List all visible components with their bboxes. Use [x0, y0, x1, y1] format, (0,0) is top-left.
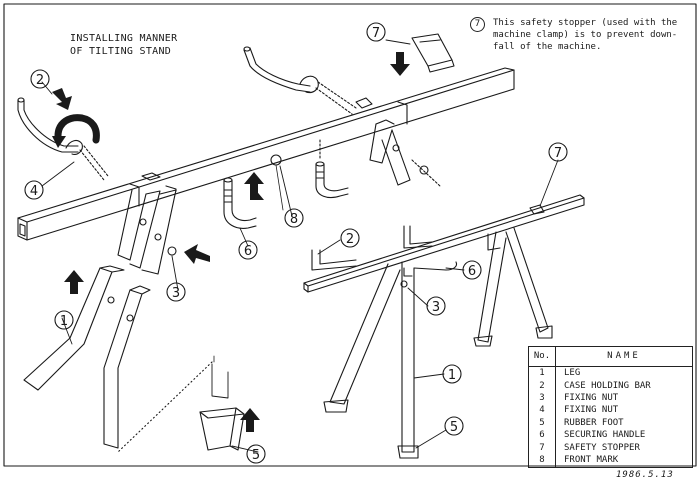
part-number: 1	[528, 366, 556, 380]
lower-leg-right	[103, 285, 151, 449]
callout-2-right: 2	[340, 228, 360, 248]
callout-5-right: 5	[444, 416, 464, 436]
svg-text:6: 6	[244, 244, 252, 259]
fixing-nut-left	[167, 246, 177, 256]
part-name: SAFETY STOPPER	[564, 442, 640, 453]
svg-text:5: 5	[450, 420, 458, 435]
part-name: LEG	[564, 368, 581, 379]
case-holding-bar-right	[243, 46, 373, 115]
leg-socket-right	[369, 119, 411, 186]
assembly-arrows	[52, 52, 410, 432]
callout-6-left: 6	[238, 240, 258, 260]
callout-3-left: 3	[166, 282, 186, 302]
part-number: 4	[528, 404, 556, 418]
title-line-1: INSTALLING MANNER	[70, 33, 178, 44]
title-line-2: OF TILTING STAND	[70, 46, 172, 57]
header-name: NAME	[555, 346, 693, 368]
svg-text:2: 2	[36, 73, 44, 88]
callout-7-right: 7	[548, 142, 568, 162]
callout-5-left: 5	[246, 444, 266, 464]
svg-text:3: 3	[172, 286, 180, 301]
main-beam	[17, 67, 515, 241]
rotate-arrow	[54, 114, 100, 144]
part-name: RUBBER FOOT	[564, 417, 624, 428]
table-row: 5 RUBBER FOOT	[528, 417, 693, 430]
drawing-border	[3, 3, 697, 467]
part-number: 5	[528, 417, 556, 430]
callout-3-right: 3	[426, 296, 446, 316]
header-no: No.	[528, 346, 556, 368]
note-callout-number: 7	[470, 17, 485, 32]
svg-text:7: 7	[554, 146, 562, 161]
svg-text:1: 1	[60, 314, 68, 329]
part-number: 8	[528, 454, 556, 468]
part-number: 3	[528, 392, 556, 405]
callout-circles: 2 7 4 6 8 3 1 5 2 7 6 3 1 5	[24, 22, 568, 464]
table-row: 8 FRONT MARK	[528, 454, 693, 468]
table-row: 4 FIXING NUT	[528, 404, 693, 418]
svg-text:6: 6	[468, 264, 476, 279]
callout-1-left: 1	[54, 310, 74, 330]
callout-6-right: 6	[462, 260, 482, 280]
svg-text:1: 1	[448, 368, 456, 383]
table-row: 6 SECURING HANDLE	[528, 429, 693, 443]
callout-1-right: 1	[442, 364, 462, 384]
part-number: 2	[528, 379, 556, 393]
part-number: 7	[528, 442, 556, 455]
table-row: 2 CASE HOLDING BAR	[528, 379, 693, 393]
safety-stopper-note: This safety stopper (used with the machi…	[493, 18, 678, 52]
part-name: FIXING NUT	[564, 393, 619, 403]
securing-handle-right	[315, 139, 349, 199]
rubber-foot-part	[199, 355, 245, 451]
fixing-nut-right	[419, 165, 429, 175]
svg-text:5: 5	[252, 448, 260, 463]
svg-text:7: 7	[372, 26, 380, 41]
leg-socket-left	[117, 172, 177, 275]
securing-handle-left	[223, 177, 257, 229]
part-name: CASE HOLDING BAR	[564, 380, 651, 391]
callout-8: 8	[284, 208, 304, 228]
svg-text:3: 3	[432, 300, 440, 315]
table-row: 1 LEG	[528, 366, 693, 380]
svg-text:4: 4	[30, 184, 38, 199]
parts-table-header: No. NAME	[528, 346, 693, 368]
leader-lines	[41, 39, 559, 453]
callout-4: 4	[24, 180, 44, 200]
table-row: 3 FIXING NUT	[528, 392, 693, 405]
case-holding-bar-left	[17, 97, 109, 181]
callout-7-top: 7	[366, 22, 386, 42]
part-name: FRONT MARK	[564, 455, 619, 466]
assembled-stand	[303, 194, 585, 459]
svg-text:2: 2	[346, 232, 354, 247]
part-name: SECURING HANDLE	[564, 430, 646, 441]
table-row: 7 SAFETY STOPPER	[528, 442, 693, 455]
part-name: FIXING NUT	[564, 405, 619, 416]
part-number: 6	[528, 429, 556, 443]
svg-text:8: 8	[290, 212, 298, 227]
drawing-date: 1986.5.13	[616, 470, 674, 480]
safety-stopper-part	[411, 33, 455, 73]
callout-2-left: 2	[30, 69, 50, 89]
front-mark	[270, 154, 282, 166]
